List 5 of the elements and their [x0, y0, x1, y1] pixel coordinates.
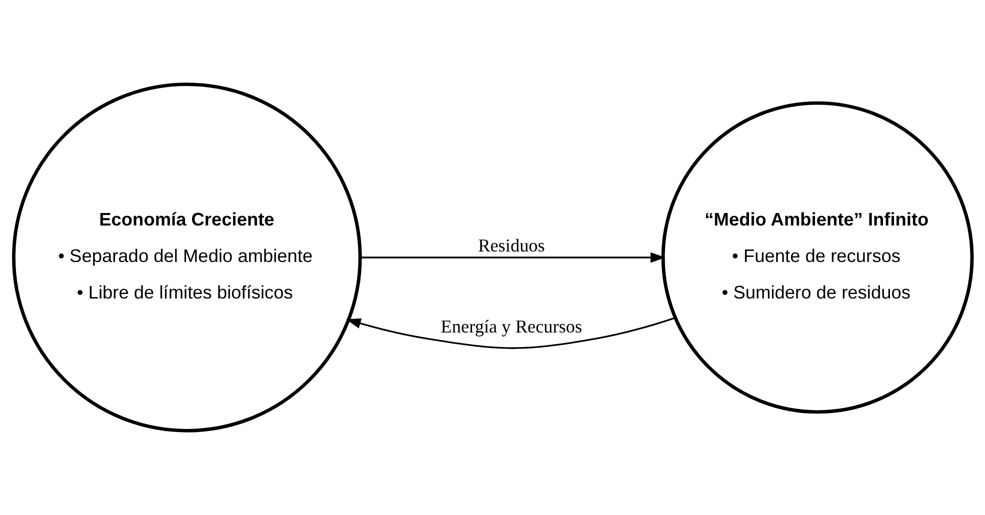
node-circle: “Medio Ambiente” Infinito • Fuente de recursos • Sumidero de residuos: [660, 101, 974, 414]
arrow: [360, 252, 665, 263]
edge-label: Residuos: [478, 236, 544, 256]
arrow: [345, 316, 676, 349]
edge-label: Energía y Recursos: [440, 316, 582, 337]
